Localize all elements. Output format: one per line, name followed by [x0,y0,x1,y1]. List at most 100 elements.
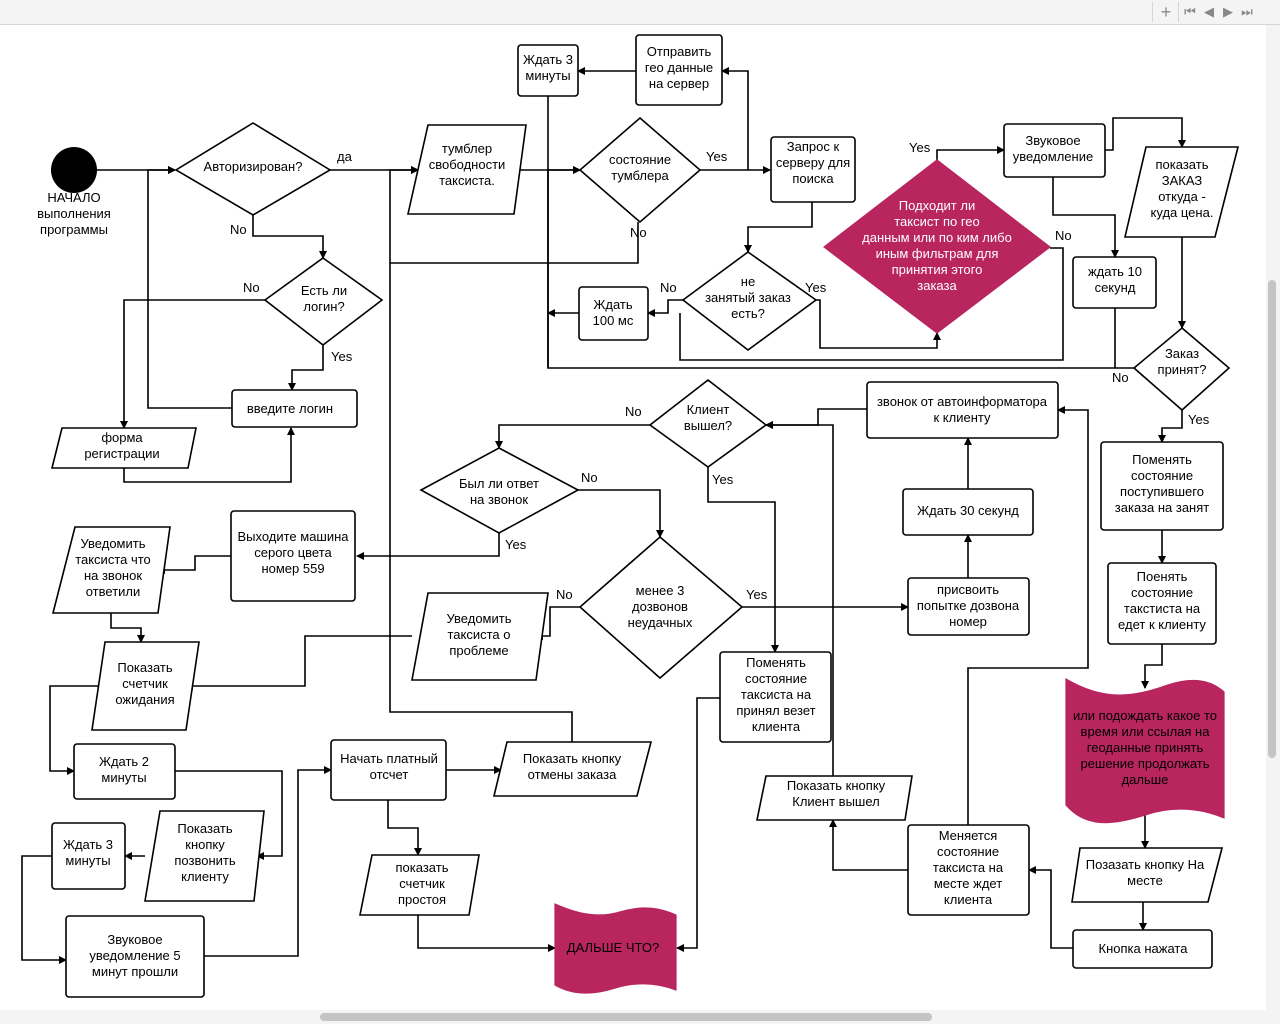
document-what-next [554,903,677,994]
connector [495,424,650,449]
io-show-idle-counter [359,854,480,916]
decision-answered [419,447,580,534]
edge-label-no: No [630,225,647,240]
process-driver-takes [719,651,832,743]
edge-labels: да No No Yes Yes No No Yes Yes No No Yes… [230,140,1210,602]
decision-less3 [578,535,744,680]
connector [679,247,1064,361]
io-show-cancel-btn [492,741,653,797]
io-show-client-out-btn [756,775,913,821]
edge-label-no: No [1055,228,1072,243]
edge-label-yes: Yes [505,537,527,552]
decision-client-out [648,378,768,468]
vertical-scrollbar-thumb[interactable] [1268,280,1276,758]
connector [157,555,231,574]
process-wait-2min [73,743,176,800]
edge-label-yes: Yes [1188,412,1210,427]
connector [967,406,1089,825]
edge-label-no: No [243,280,260,295]
connector [647,299,683,317]
io-reg-form [50,427,197,469]
connector [1158,410,1183,443]
process-enter-login [231,389,358,428]
edge-label-yes: Yes [909,140,931,155]
connector [288,345,324,391]
process-wait-30s-label: Ждать 30 секунд [917,503,1019,518]
process-btn-pressed-label: Кнопка нажата [1099,941,1189,956]
connector [389,263,573,742]
connector [204,766,332,957]
process-enter-login-label: введите логин [247,401,333,416]
connector [744,202,813,253]
decision-authorized [174,122,332,216]
process-call-auto [866,381,1059,439]
process-btn-pressed [1072,929,1213,969]
process-request-server [770,136,856,203]
process-wait-100ms [578,286,649,341]
connector [175,770,283,860]
toolbar: + ⏮ ◀ ▶ ⏭ [0,0,1280,25]
process-wait-3min-top [517,44,579,97]
document-wait-or-geo [1065,677,1225,824]
edge-label-yes: Yes [805,280,827,295]
process-sound-5min [65,915,205,998]
edge-label-no: No [660,280,677,295]
connector [21,855,67,964]
io-toggle-free [407,124,527,215]
next-page-icon[interactable]: ▶ [1223,4,1233,19]
process-change-driver-state [1107,562,1217,645]
prev-page-icon[interactable]: ◀ [1204,4,1214,19]
edge-label-yes: Yes [706,149,728,164]
connector [829,819,908,871]
document-what-next-label: ДАЛЬШЕ ЧТО? [567,940,659,955]
connector [387,800,422,856]
toolbar-separator [1178,2,1179,22]
connector [252,215,327,259]
plus-icon[interactable]: + [1160,2,1172,22]
decision-has-login [263,257,384,347]
process-change-order-state [1100,441,1224,531]
connectors [21,67,1186,964]
first-page-icon[interactable]: ⏮ [1184,4,1196,19]
connector [147,166,232,409]
process-sound-notify [1003,123,1106,178]
process-wait-3min-bottom [51,822,126,890]
connector [676,697,720,952]
process-start-paid [330,739,447,801]
process-wait-10s [1072,256,1157,309]
connector [765,408,867,429]
connector [356,533,500,560]
last-page-icon[interactable]: ⏭ [1241,4,1253,19]
decision-order-accepted [1132,326,1231,412]
edge-label-no: No [556,587,573,602]
edge-label-yes: Yes [746,587,768,602]
edge-label-no: No [581,470,598,485]
decision-order-free [681,251,818,352]
io-notify-answered [51,526,171,614]
connector [936,146,1005,160]
io-show-wait-counter [91,641,200,731]
edge-label-no: No [1112,370,1129,385]
horizontal-scrollbar-thumb[interactable] [320,1013,932,1021]
